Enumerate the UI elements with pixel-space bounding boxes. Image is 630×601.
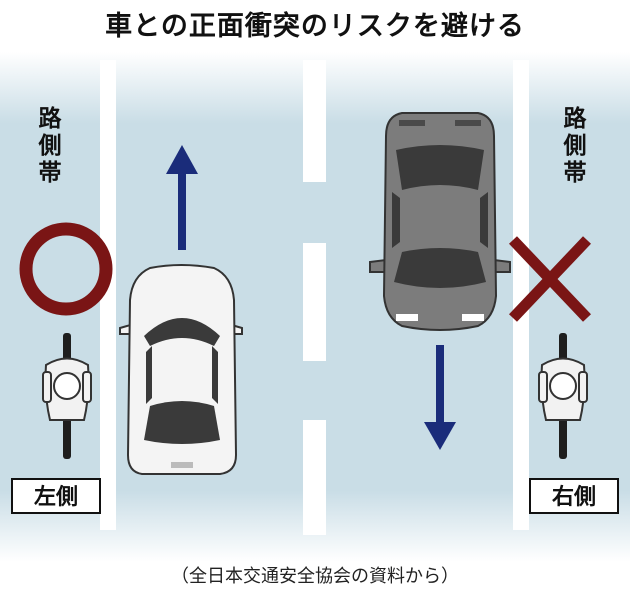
white-car-icon xyxy=(119,264,243,475)
left-side-label: 左側 xyxy=(11,478,101,514)
gray-car-icon xyxy=(369,112,511,331)
correct-circle-icon xyxy=(19,222,113,316)
left-edge-line xyxy=(100,60,116,530)
down-arrow-icon xyxy=(424,345,456,450)
up-arrow-icon xyxy=(166,145,198,250)
source-caption: （全日本交通安全協会の資料から） xyxy=(171,566,459,587)
wrong-cross-icon xyxy=(509,236,591,322)
shoulder-label-right: 路側帯 xyxy=(557,106,593,187)
page-title: 車との正面衝突のリスクを避ける xyxy=(105,11,525,42)
right-motorcyclist-icon xyxy=(538,333,588,459)
right-side-label: 右側 xyxy=(529,478,619,514)
left-motorcyclist-icon xyxy=(42,333,92,459)
center-dashed-line xyxy=(303,60,326,535)
shoulder-label-left-text: 路側帯 xyxy=(38,106,62,186)
shoulder-label-left: 路側帯 xyxy=(32,106,68,187)
shoulder-label-right-text: 路側帯 xyxy=(563,106,587,186)
right-edge-line xyxy=(513,60,529,530)
